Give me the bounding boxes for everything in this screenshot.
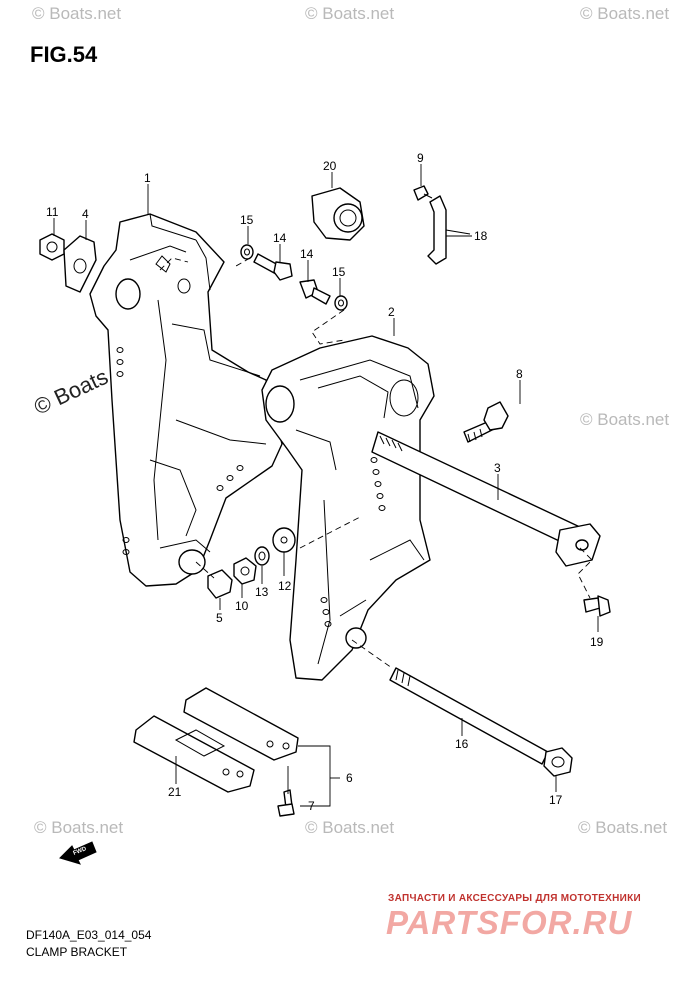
nut-11	[39, 233, 65, 261]
callout: 16	[455, 737, 469, 751]
pad-21	[133, 715, 255, 793]
callout: 1	[144, 171, 151, 185]
fwd-label: FWD	[73, 846, 89, 857]
tilt-rod-16	[389, 667, 549, 765]
callout: 10	[235, 599, 249, 613]
fwd-arrow-icon: FWD	[59, 841, 97, 865]
bolt-14	[253, 253, 331, 305]
callout: 14	[300, 247, 314, 261]
callout: 20	[323, 159, 337, 173]
callout: 6	[346, 771, 353, 785]
callout: 2	[388, 305, 395, 319]
callouts: 1 2 3 4 5 6 7 8 9 10 11 12 13 14 14 15 1…	[46, 151, 604, 813]
clamp-bracket-2	[261, 335, 435, 681]
callout: 4	[82, 207, 89, 221]
watermark: © Boats.net	[580, 410, 670, 429]
clip-18	[427, 195, 471, 265]
watermark: © Boats.net	[580, 4, 670, 23]
figure-title: FIG.54	[30, 42, 98, 67]
callout: 14	[273, 231, 287, 245]
bolt-8	[463, 401, 509, 443]
callout: 19	[590, 635, 604, 649]
leader-lines	[53, 164, 599, 807]
plate-4	[63, 235, 97, 293]
nut-17	[543, 747, 573, 777]
clamp-bracket-1	[89, 213, 283, 587]
figure-code: DF140A_E03_014_054	[26, 928, 152, 942]
callout: 15	[240, 213, 254, 227]
bushing-5	[207, 569, 233, 599]
washer-15	[240, 244, 348, 311]
cap-20	[311, 187, 365, 241]
screw-7	[277, 789, 295, 817]
callout: 7	[308, 799, 315, 813]
watermark: © Boats.net	[305, 4, 395, 23]
watermark: © Boats.net	[578, 818, 668, 837]
bolt-19	[583, 595, 611, 617]
washer-12	[272, 527, 296, 553]
watermark: © Boats.net	[305, 818, 395, 837]
brand-logo: PARTSFOR.RU	[386, 904, 633, 941]
callout: 21	[168, 785, 182, 799]
callout: 3	[494, 461, 501, 475]
callout: 17	[549, 793, 563, 807]
pad-6	[183, 687, 299, 761]
callout: 13	[255, 585, 269, 599]
watermark: © Boats.net	[34, 818, 124, 837]
callout: 9	[417, 151, 424, 165]
callout: 8	[516, 367, 523, 381]
figure-caption: CLAMP BRACKET	[26, 945, 128, 959]
callout: 15	[332, 265, 346, 279]
callout: 18	[474, 229, 488, 243]
tilt-tube-3	[371, 431, 601, 567]
callout: 5	[216, 611, 223, 625]
screw-9	[413, 185, 433, 201]
callout: 12	[278, 579, 292, 593]
watermark: © Boats.net	[32, 4, 122, 23]
brand-tagline: ЗАПЧАСТИ И АКСЕССУАРЫ ДЛЯ МОТОТЕХНИКИ	[388, 893, 641, 904]
washer-13	[254, 546, 270, 566]
nut-10	[233, 557, 257, 585]
callout: 11	[46, 205, 59, 219]
